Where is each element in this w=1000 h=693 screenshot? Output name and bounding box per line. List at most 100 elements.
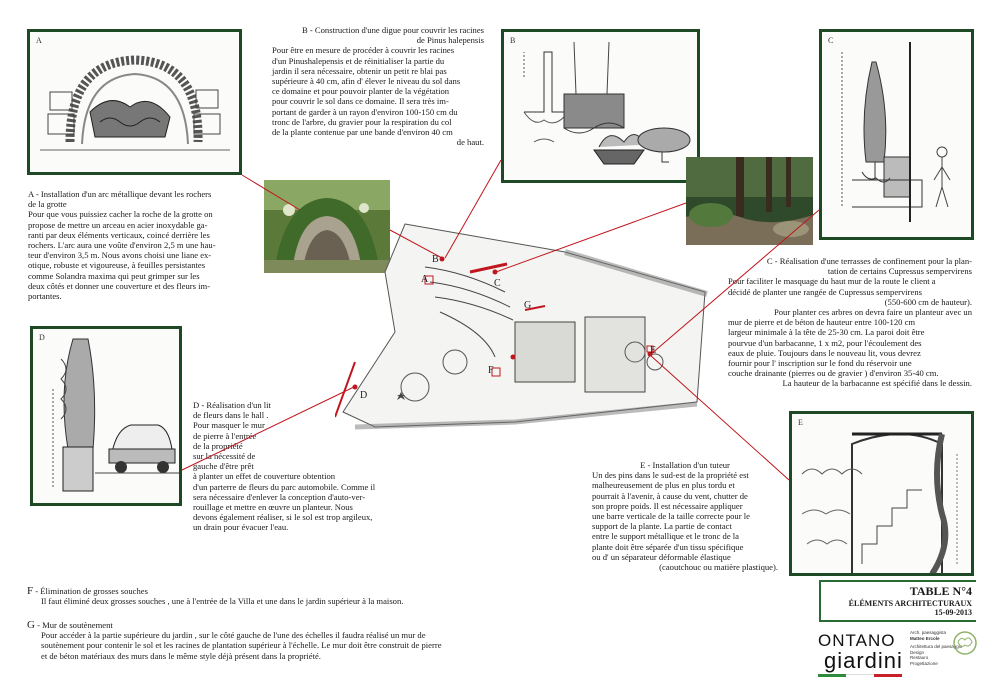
section-c-line: mur de pierre et de béton de hauteur ent…	[728, 317, 916, 328]
section-f: F - Élimination de grosses souches Il fa…	[27, 586, 747, 607]
section-a-line: ranti par deux éléments verticaux, coinc…	[28, 229, 210, 240]
cypress-terrace-sketch	[841, 42, 951, 222]
section-d-line: d'un parterre de fleurs du parc automobi…	[193, 481, 376, 492]
section-d-heading: D - Réalisation d'un lit	[193, 400, 271, 410]
map-label-c: C	[494, 278, 501, 289]
photo-garden-path	[686, 157, 813, 245]
section-f-heading: F - Élimination de grosses souches	[27, 586, 747, 597]
section-c-line: fournir pour l' inscription sur le fond …	[728, 358, 912, 369]
section-d-line: de pierre à l'entrée	[193, 430, 257, 441]
table-title: TABLE N°4	[909, 584, 972, 598]
sketch-label-a: A	[36, 36, 42, 45]
section-a-line: portantes.	[28, 291, 62, 302]
section-b-line: portant de garder à un rayon d'environ 1…	[272, 106, 458, 117]
title-block-separator	[819, 580, 976, 582]
brand-flag	[818, 674, 902, 677]
pine-roots-sketch	[523, 41, 691, 165]
sketch-label-d: D	[39, 333, 45, 342]
section-e-line: malheureusement de plus en plus tordu et	[592, 480, 735, 491]
map-label-f: F	[488, 365, 494, 376]
section-d-line: sur la nécessité de	[193, 451, 256, 462]
section-c-line: largeur minimale à la tête de 25-30 cm. …	[728, 327, 925, 338]
section-b-line: pour couvrir le sol dans ce domaine. Il …	[272, 96, 449, 107]
section-g-line: et de béton matériaux des murs dans le m…	[41, 650, 321, 661]
section-b-line: d'un Pinushalepensis et de réinitialiser…	[272, 55, 445, 66]
sketch-frame-d: D	[30, 326, 182, 506]
brand-info-line: Progettazione	[910, 660, 938, 666]
section-g-line: soutènement pour contenir le sol et les …	[41, 640, 442, 651]
section-b-heading-2: de Pinus halepensis	[416, 35, 484, 46]
section-c-line: décidé de planter une rangée de Cupressu…	[728, 286, 923, 297]
brand-info: Arch. paesaggista Matteo Ercole Architet…	[910, 630, 976, 666]
sketch-frame-e: E	[789, 411, 974, 576]
section-g: G - Mur de soutènement Pour accéder à la…	[27, 620, 767, 661]
sketch-frame-a: A	[27, 29, 242, 175]
flowerbed-car-sketch	[52, 338, 179, 492]
brand-name-top: ONTANO	[818, 631, 896, 650]
section-e-line: pourrait à l'avenir, à cause du vent, ch…	[592, 490, 748, 501]
map-label-b: B	[432, 254, 439, 265]
section-a-line: teur d'environ 3,5 m. Nous avons choisi …	[28, 250, 212, 261]
section-e-text: E - Installation d'un tuteur Un des pins…	[592, 460, 778, 572]
section-a-line: propose de mettre un arceau en acier ino…	[28, 219, 208, 230]
map-label-g: G	[524, 300, 532, 311]
brand-info-line: Architettura del paesaggio	[910, 644, 963, 649]
table-subtitle: ÉLÉMENTS ARCHITECTURAUX	[848, 599, 972, 608]
section-a-line: otique, robuste et vigoureuse, à feuille…	[28, 260, 206, 271]
section-e-line: son propre poids. Il est nécessaire appl…	[592, 500, 743, 511]
sketch-label-e: E	[798, 418, 803, 427]
section-e-line: ou d' un séparateur déformable élastique	[592, 551, 731, 562]
section-g-title: - Mur de soutènement	[37, 620, 113, 630]
section-b-line: supérieure à 40 cm, afin d' élever le ni…	[272, 76, 461, 87]
section-b-heading-1: B - Construction d'une digue pour couvri…	[302, 25, 484, 35]
section-b-line: de la plante contenue par une bande d'en…	[272, 127, 453, 138]
section-e-line: Un des pins dans le sud-est de la propri…	[592, 470, 749, 481]
section-d-line: Pour masquer le mur	[193, 420, 265, 431]
brand-logo: ONTANO giardini	[818, 632, 904, 677]
section-a-line: de la grotte	[28, 199, 67, 210]
map-label-d: D	[360, 390, 368, 401]
brand-info-title: Arch. paesaggista	[910, 630, 947, 635]
section-a-heading: A - Installation d'un arc métallique dev…	[28, 189, 212, 199]
section-d-line: gauche d'être prêt	[193, 461, 254, 472]
section-c-text: C - Réalisation d'une terrasses de confi…	[728, 256, 972, 389]
section-c-line: Pour faciliter le masquage du haut mur d…	[728, 276, 936, 287]
brand-info-name: Matteo Ercole	[910, 635, 940, 641]
section-a-line: Pour que vous puissiez cacher la roche d…	[28, 209, 213, 220]
section-c-line: (550-600 cm de hauteur).	[884, 296, 972, 307]
sketch-frame-c: C	[819, 29, 974, 240]
section-c-line: couche drainante (pierres ou de gravier …	[728, 368, 939, 379]
section-c-heading-1: C - Réalisation d'une terrasses de confi…	[766, 256, 972, 266]
map-label-e: E	[650, 345, 657, 356]
section-e-line: entre le support métallique et le tronc …	[592, 531, 739, 542]
section-a-line: deux côtés et donner une couverture et d…	[28, 280, 211, 291]
section-d-text: D - Réalisation d'un lit de fleurs dans …	[193, 400, 409, 533]
brand-info-line: Restauro	[910, 655, 929, 660]
section-b-line: de haut.	[456, 137, 484, 148]
sketch-label-c: C	[828, 36, 834, 45]
section-d-line: rouillage et mettre en œuvre un planteur…	[193, 502, 353, 513]
section-b-line: jardin il sera nécessaire, obtenir un pe…	[272, 65, 447, 76]
table-date: 15-09-2013	[934, 608, 972, 617]
brain-logo-icon	[953, 631, 977, 655]
section-c-line: eaux de pluie. Toujours dans le nouveau …	[728, 347, 921, 358]
sketch-frame-b: B	[501, 29, 700, 183]
brand-info-line: Design	[910, 649, 925, 655]
section-f-title: - Élimination de grosses souches	[35, 586, 148, 596]
section-g-heading: G - Mur de soutènement	[27, 620, 767, 631]
section-d-line: sera nécessaire d'enlever la conception …	[193, 491, 366, 502]
section-f-body: Il faut éliminé deux grosses souches , u…	[41, 596, 404, 607]
site-plan-map	[335, 223, 708, 430]
section-e-heading: E - Installation d'un tuteur	[640, 460, 730, 470]
map-label-a: A	[421, 274, 429, 285]
section-a-text: A - Installation d'un arc métallique dev…	[28, 189, 256, 301]
section-b-line: tronc de l'arbre, du gravier pour la res…	[272, 116, 452, 127]
section-d-line: un drain pour évacuer l'eau.	[193, 522, 289, 533]
section-d-line: à planter un effet de couverture obtenti…	[193, 471, 336, 482]
section-c-line: Pour planter ces arbres on devra faire u…	[773, 307, 972, 318]
sketch-label-b: B	[510, 36, 516, 45]
section-c-heading-2: tation de certains Cupressus semperviren…	[827, 266, 972, 277]
section-c-line: pourvue d'un barbacanne, 1 x m2, pour l'…	[728, 337, 922, 348]
section-d-line: de fleurs dans le hall .	[193, 410, 269, 421]
